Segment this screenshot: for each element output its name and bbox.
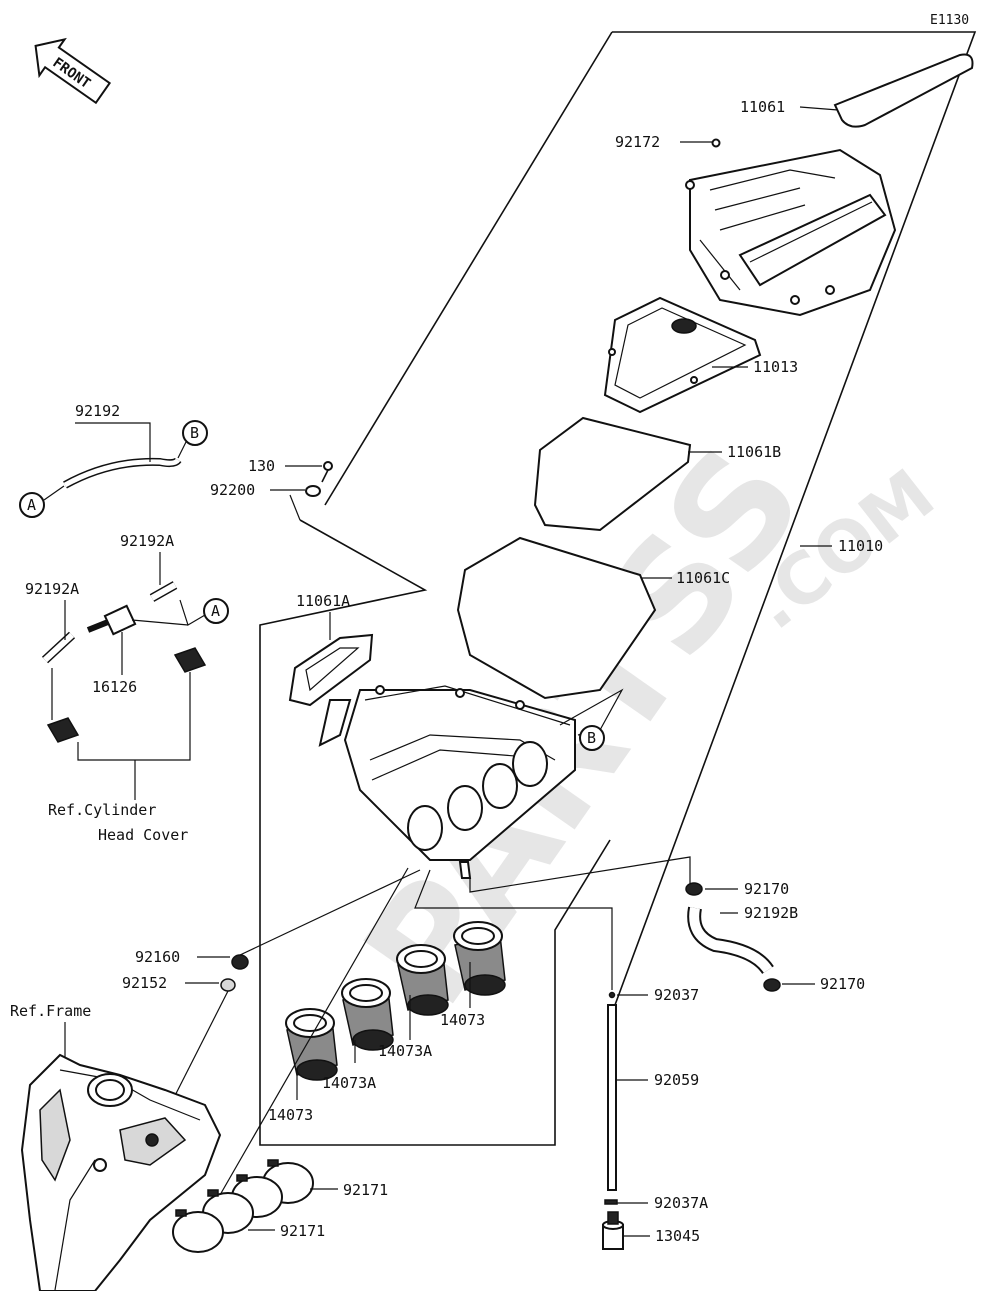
callout-a-hose bbox=[19, 492, 45, 518]
clamp-92170-bottom bbox=[763, 978, 781, 992]
gasket-11061C bbox=[456, 536, 657, 700]
label-92192: 92192 bbox=[75, 402, 120, 420]
label-11061B: 11061B bbox=[727, 443, 781, 461]
label-13045: 13045 bbox=[655, 1227, 700, 1245]
gasket-11061B bbox=[533, 416, 692, 532]
label-92192B: 92192B bbox=[744, 904, 798, 922]
air-suction-valve-group bbox=[41, 581, 207, 743]
frame-section bbox=[20, 1053, 222, 1291]
label-14073A-left: 14073A bbox=[322, 1074, 376, 1092]
label-92152: 92152 bbox=[122, 974, 167, 992]
label-92170-top: 92170 bbox=[744, 880, 789, 898]
label-92171-bottom: 92171 bbox=[280, 1222, 325, 1240]
clamp-92170-top bbox=[685, 882, 703, 896]
hose-92192B bbox=[687, 906, 774, 975]
bolt-130 bbox=[321, 461, 333, 483]
label-92037A: 92037A bbox=[654, 1194, 708, 1212]
funnel-14073A-left bbox=[341, 978, 394, 1051]
callout-b-housing-text: B bbox=[587, 729, 596, 747]
label-130: 130 bbox=[248, 457, 275, 475]
label-14073-left: 14073 bbox=[268, 1106, 313, 1124]
label-92172: 92172 bbox=[615, 133, 660, 151]
grommet-92160 bbox=[231, 954, 249, 970]
label-11061: 11061 bbox=[740, 98, 785, 116]
clip-92037 bbox=[608, 991, 616, 999]
callout-b-hose-text: B bbox=[190, 424, 199, 442]
label-16126: 16126 bbox=[92, 678, 137, 696]
label-14073A-right: 14073A bbox=[378, 1042, 432, 1060]
collar-92152 bbox=[220, 978, 236, 992]
label-11013: 11013 bbox=[753, 358, 798, 376]
intake-funnels bbox=[285, 921, 506, 1081]
ref-cylinder-line2: Head Cover bbox=[98, 826, 188, 844]
callout-b-housing bbox=[579, 725, 605, 751]
callout-a-valve bbox=[203, 598, 229, 624]
label-92059: 92059 bbox=[654, 1071, 699, 1089]
label-11010: 11010 bbox=[838, 537, 883, 555]
callout-a-hose-text: A bbox=[27, 496, 36, 514]
clamps-92171 bbox=[172, 1159, 314, 1253]
front-arrow-icon: FRONT bbox=[34, 37, 112, 105]
callout-a-valve-text: A bbox=[211, 602, 220, 620]
ref-cylinder-line1: Ref.Cylinder bbox=[48, 801, 156, 819]
clip-92037A bbox=[604, 1199, 618, 1205]
label-92192A-left: 92192A bbox=[25, 580, 79, 598]
label-92192A-top: 92192A bbox=[120, 532, 174, 550]
funnel-14073-right bbox=[453, 921, 506, 996]
callout-b-hose bbox=[182, 420, 208, 446]
label-92037: 92037 bbox=[654, 986, 699, 1004]
label-92160: 92160 bbox=[135, 948, 180, 966]
washer-92200 bbox=[305, 485, 321, 497]
breather-hose-92192 bbox=[63, 457, 182, 489]
label-14073-right: 14073 bbox=[440, 1011, 485, 1029]
air-filter-element-11061 bbox=[833, 53, 974, 128]
label-92170-bottom: 92170 bbox=[820, 975, 865, 993]
ref-frame: Ref.Frame bbox=[10, 1002, 91, 1020]
label-11061C: 11061C bbox=[676, 569, 730, 587]
diagram-code: E1130 bbox=[930, 13, 969, 28]
label-92171-top: 92171 bbox=[343, 1181, 388, 1199]
funnel-14073-left bbox=[285, 1008, 338, 1081]
label-11061A: 11061A bbox=[296, 592, 350, 610]
assembly-outline bbox=[259, 31, 977, 1146]
air-cleaner-lower-housing bbox=[318, 685, 576, 879]
funnel-14073A-right bbox=[396, 944, 449, 1016]
drain-tube-92059 bbox=[607, 1004, 617, 1191]
label-92200: 92200 bbox=[210, 481, 255, 499]
air-cleaner-upper-housing bbox=[685, 148, 897, 317]
plug-13045 bbox=[602, 1211, 624, 1250]
air-filter-11013 bbox=[603, 296, 762, 414]
gasket-11061A bbox=[288, 633, 374, 707]
